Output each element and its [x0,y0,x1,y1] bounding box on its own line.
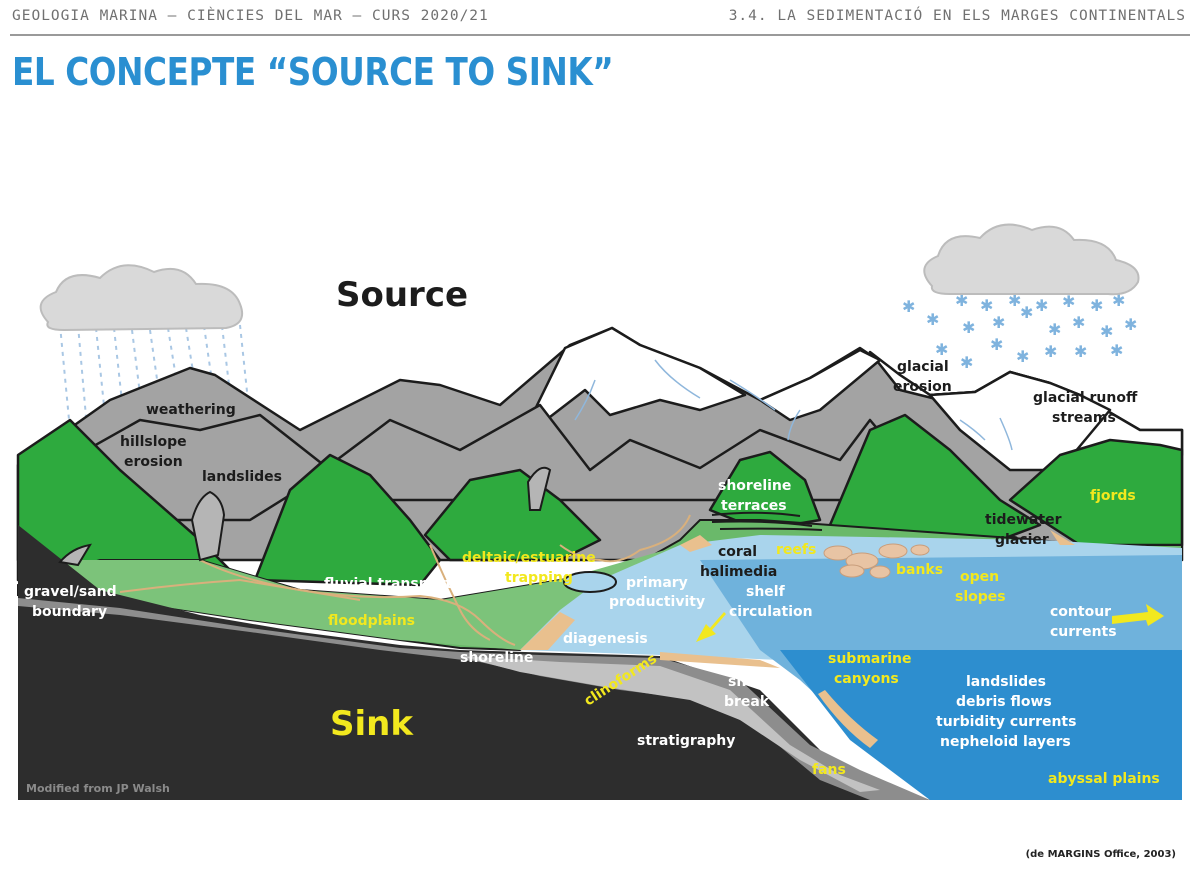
label-landslides-land: landslides [202,469,282,485]
svg-text:✱: ✱ [935,340,948,359]
svg-text:✱: ✱ [1124,315,1137,334]
label-contour-2: currents [1050,624,1117,640]
svg-text:✱: ✱ [1035,296,1048,315]
svg-text:✱: ✱ [1048,320,1061,339]
label-terraces-2: terraces [721,498,787,514]
label-weathering: weathering [146,402,236,418]
label-hillslope-2: erosion [124,454,183,470]
label-shoreline: shoreline [460,650,533,666]
label-open-2: slopes [955,589,1006,605]
svg-text:✱: ✱ [992,313,1005,332]
label-tidewater-2: glacier [995,532,1049,548]
label-stratigraphy: stratigraphy [637,733,735,749]
svg-text:✱: ✱ [1020,303,1033,322]
label-shelf-break-1: shelf [728,674,768,690]
label-diagenesis: diagenesis [563,631,648,647]
label-shelf-circ-2: circulation [729,604,813,620]
label-coral-1: coral [718,544,757,560]
svg-text:✱: ✱ [1074,342,1087,361]
label-primary-2: productivity [609,594,705,610]
svg-text:✱: ✱ [1016,347,1029,366]
label-open-1: open [960,569,999,585]
label-glacial-erosion-2: erosion [893,379,952,395]
label-primary-1: primary [626,575,688,591]
label-glacial-runoff-1: glacial runoff [1033,390,1138,406]
svg-text:✱: ✱ [1072,313,1085,332]
svg-text:✱: ✱ [1090,296,1103,315]
label-contour-1: contour [1050,604,1111,620]
svg-text:✱: ✱ [962,318,975,337]
svg-text:✱: ✱ [1044,342,1057,361]
svg-text:✱: ✱ [1100,322,1113,341]
svg-text:✱: ✱ [990,335,1003,354]
svg-text:✱: ✱ [960,353,973,372]
label-submarine-1: submarine [828,651,912,667]
label-nepheloid: nepheloid layers [940,734,1071,750]
label-coral-2: halimedia [700,564,777,580]
label-glacial-erosion-1: glacial [897,359,949,375]
label-gravel-2: boundary [32,604,107,620]
label-debris: debris flows [956,694,1052,710]
svg-text:✱: ✱ [926,310,939,329]
label-shelf-break-2: break [724,694,770,710]
snow-cloud-icon: ✱✱✱ ✱✱✱ ✱✱✱ ✱✱✱ ✱✱✱ ✱✱✱ ✱✱✱ ✱✱ [902,225,1139,372]
label-reefs: reefs [776,542,816,558]
label-fluvial: fluvial transport [324,576,452,592]
label-shelf-circ-1: shelf [746,584,786,600]
label-deltaic-2: trapping [505,570,573,586]
label-terraces-1: shoreline [718,478,791,494]
label-tidewater-1: tidewater [985,512,1062,528]
label-landslides-sea: landslides [966,674,1046,690]
credit-note: Modified from JP Walsh [26,782,170,795]
label-abyssal: abyssal plains [1048,771,1160,787]
source-label: Source [336,275,468,315]
svg-text:✱: ✱ [1110,341,1123,360]
label-deltaic-1: deltaic/estuarine [462,550,596,566]
label-glacial-runoff-2: streams [1052,410,1116,426]
label-fans: fans [812,762,846,778]
label-gravel-1: gravel/sand [24,584,117,600]
label-fjords: fjords [1090,488,1136,504]
label-hillslope-1: hillslope [120,434,187,450]
source-caption: (de MARGINS Office, 2003) [1026,849,1176,860]
label-submarine-2: canyons [834,671,899,687]
label-turbidity: turbidity currents [936,714,1076,730]
svg-text:✱: ✱ [902,297,915,316]
sink-label: Sink [330,704,414,744]
label-floodplains: floodplains [328,613,415,629]
label-banks: banks [896,562,943,578]
